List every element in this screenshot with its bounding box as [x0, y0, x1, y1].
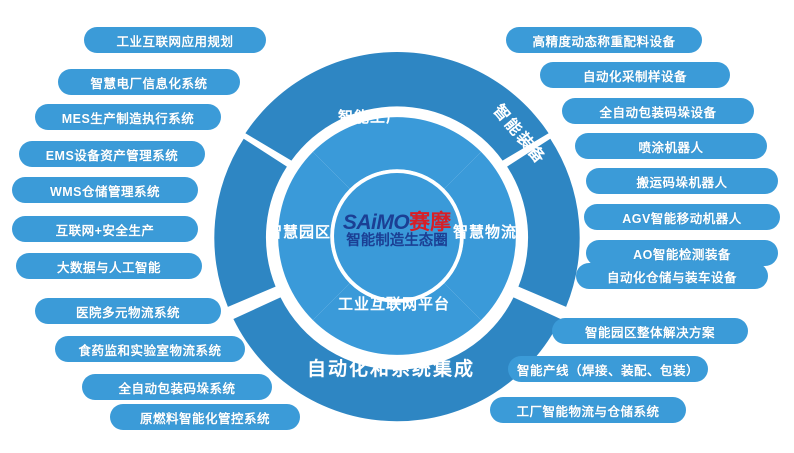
pill-left-7[interactable]: 大数据与人工智能 — [16, 253, 202, 279]
pill-right-11[interactable]: 工厂智能物流与仓储系统 — [490, 397, 686, 423]
pill-left-8[interactable]: 医院多元物流系统 — [35, 298, 221, 324]
pill-left-9[interactable]: 食药监和实验室物流系统 — [55, 336, 245, 362]
pill-left-1[interactable]: 工业互联网应用规划 — [84, 27, 266, 53]
pill-left-4[interactable]: EMS设备资产管理系统 — [19, 141, 205, 167]
pill-right-5[interactable]: 搬运码垛机器人 — [586, 168, 778, 194]
outer-segment-bottom[interactable] — [233, 297, 561, 422]
core-subtitle: 智能制造生态圈 — [346, 232, 448, 249]
outer-segment-left[interactable] — [214, 138, 287, 307]
pill-right-7[interactable]: AO智能检测装备 — [586, 240, 778, 266]
pill-left-2[interactable]: 智慧电厂信息化系统 — [58, 69, 240, 95]
core-circle[interactable] — [334, 173, 460, 299]
pill-left-10[interactable]: 全自动包装码垛系统 — [82, 374, 272, 400]
pill-right-10[interactable]: 智能产线（焊接、装配、包装） — [508, 356, 708, 382]
pill-right-1[interactable]: 高精度动态称重配料设备 — [506, 27, 702, 53]
pill-right-9[interactable]: 智能园区整体解决方案 — [552, 318, 748, 344]
core-content: SAiMO赛摩 智能制造生态圈 — [331, 164, 463, 296]
core-circle-outline — [330, 169, 464, 303]
pill-right-8[interactable]: 自动化仓储与装车设备 — [576, 263, 768, 289]
pill-right-4[interactable]: 喷涂机器人 — [575, 133, 767, 159]
pill-left-6[interactable]: 互联网+安全生产 — [12, 216, 198, 242]
wheel-svg — [214, 52, 580, 422]
brand-name-cn: 赛摩 — [409, 210, 452, 234]
brand-name-en: SAiMO — [342, 210, 410, 234]
outer-segment-top-fill — [245, 52, 549, 161]
outer-segment-right[interactable] — [507, 138, 580, 307]
pill-left-5[interactable]: WMS仓储管理系统 — [12, 177, 198, 203]
inner-segment-left[interactable] — [278, 151, 350, 321]
pill-left-3[interactable]: MES生产制造执行系统 — [35, 104, 221, 130]
outer-ring — [214, 52, 580, 422]
inner-segment-right[interactable] — [444, 151, 516, 321]
pill-left-11[interactable]: 原燃料智能化管控系统 — [110, 404, 300, 430]
pill-right-3[interactable]: 全自动包装码垛设备 — [562, 98, 754, 124]
inner-segment-top[interactable] — [312, 117, 482, 189]
pill-right-2[interactable]: 自动化采制样设备 — [540, 62, 730, 88]
pill-right-6[interactable]: AGV智能移动机器人 — [584, 204, 780, 230]
inner-segment-bottom[interactable] — [312, 283, 482, 355]
brand-logo: SAiMO赛摩 — [343, 212, 451, 233]
inner-ring — [278, 117, 516, 355]
